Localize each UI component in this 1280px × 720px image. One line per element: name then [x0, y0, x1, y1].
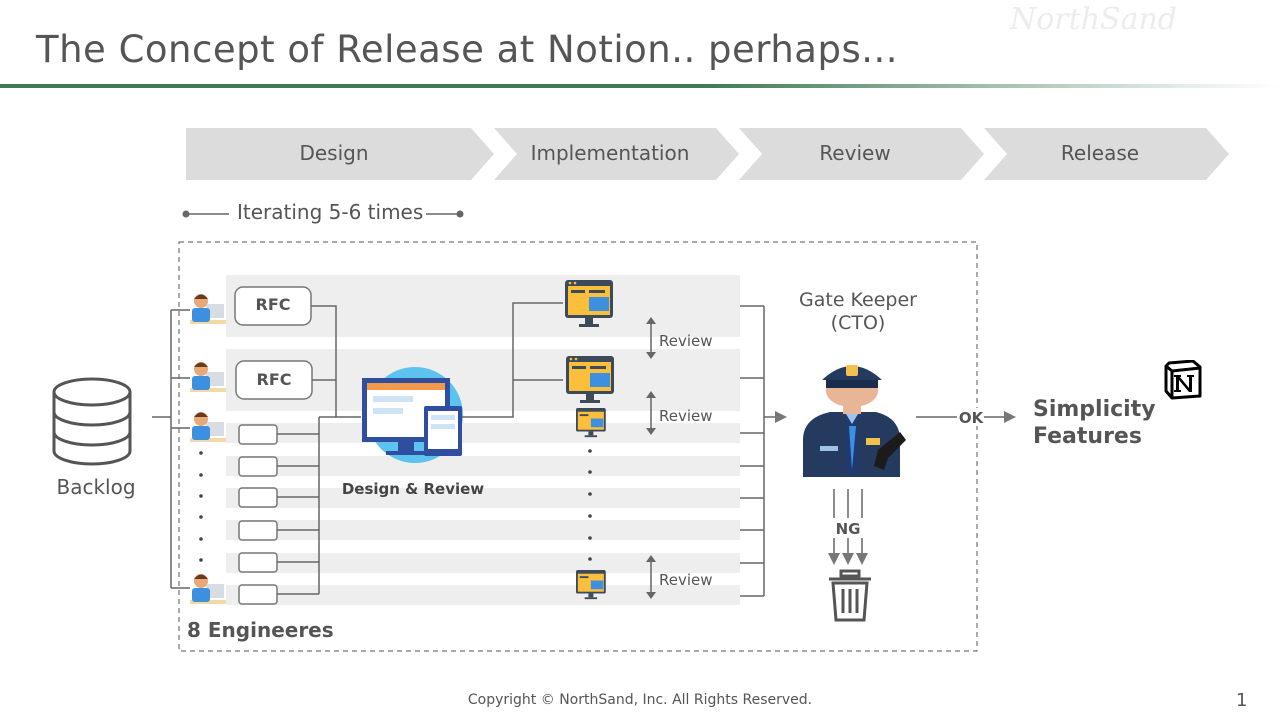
gatekeeper-role-label: (CTO): [831, 312, 886, 334]
review-label: Review: [659, 332, 713, 350]
implementation-connectors: [462, 302, 563, 418]
rfc-label: RFC: [257, 370, 292, 389]
trash-can-icon: [829, 569, 871, 622]
design-review-label: Design & Review: [342, 480, 484, 498]
design-connectors: [277, 305, 361, 595]
review-label: Review: [659, 407, 713, 425]
ng-label: NG: [836, 520, 861, 538]
review-indicator: Review: [646, 555, 713, 599]
engineer-icon: [190, 574, 226, 604]
stage-label-implementation: Implementation: [531, 141, 690, 165]
title-underline: [0, 84, 1280, 88]
iteration-span: [182, 210, 464, 218]
code-window-icon: [566, 356, 614, 403]
stage-chevron-design: Design: [186, 128, 494, 180]
engineer-icon: [190, 294, 226, 324]
code-window-icon: [565, 280, 613, 327]
rfc-box: RFC: [235, 360, 313, 400]
code-window-icon: [576, 408, 606, 438]
copyright-footer: Copyright © NorthSand, Inc. All Rights R…: [467, 692, 813, 708]
code-window-icon: [576, 570, 606, 600]
ng-connector: NG: [828, 489, 868, 565]
ok-connector: OK: [916, 408, 1016, 427]
backlog-connector: [152, 309, 190, 589]
watermark-logo: NorthSand: [1010, 2, 1177, 37]
result-features: Features: [1033, 424, 1142, 449]
team-boundary: [178, 241, 978, 652]
stage-chevron-review: Review: [739, 128, 984, 180]
page-number: 1: [1236, 690, 1248, 711]
stage-chevron-implementation: Implementation: [494, 128, 739, 180]
police-officer-icon: [803, 365, 906, 477]
engineer-ellipsis: [199, 451, 203, 562]
stage-label-release: Release: [1061, 141, 1139, 165]
review-indicator: Review: [646, 391, 713, 435]
monitor-design-icon: [362, 367, 463, 463]
database-icon: [52, 377, 132, 466]
implementation-ellipsis: [588, 449, 592, 561]
ok-label: OK: [959, 409, 985, 427]
stage-chevron-release: Release: [984, 128, 1229, 180]
review-label: Review: [659, 571, 713, 589]
rfc-box: RFC: [234, 286, 312, 326]
result-simplicity: Simplicity: [1033, 397, 1156, 422]
iteration-label: Iterating 5-6 times: [237, 200, 424, 224]
stage-label-design: Design: [299, 141, 368, 165]
gatekeeper-label: Gate Keeper: [799, 289, 917, 311]
team-label: 8 Engineeres: [187, 618, 334, 642]
rfc-label: RFC: [256, 295, 291, 314]
slide-title: The Concept of Release at Notion.. perha…: [36, 28, 899, 71]
work-item-boxes: [238, 424, 278, 605]
backlog-label: Backlog: [56, 475, 135, 499]
stage-label-review: Review: [819, 141, 890, 165]
engineer-icon: [190, 362, 226, 392]
gatekeeper-connectors: [740, 305, 787, 597]
review-indicator: Review: [646, 317, 713, 359]
engineer-icon: [190, 412, 226, 442]
notion-logo-icon: [1164, 360, 1202, 400]
